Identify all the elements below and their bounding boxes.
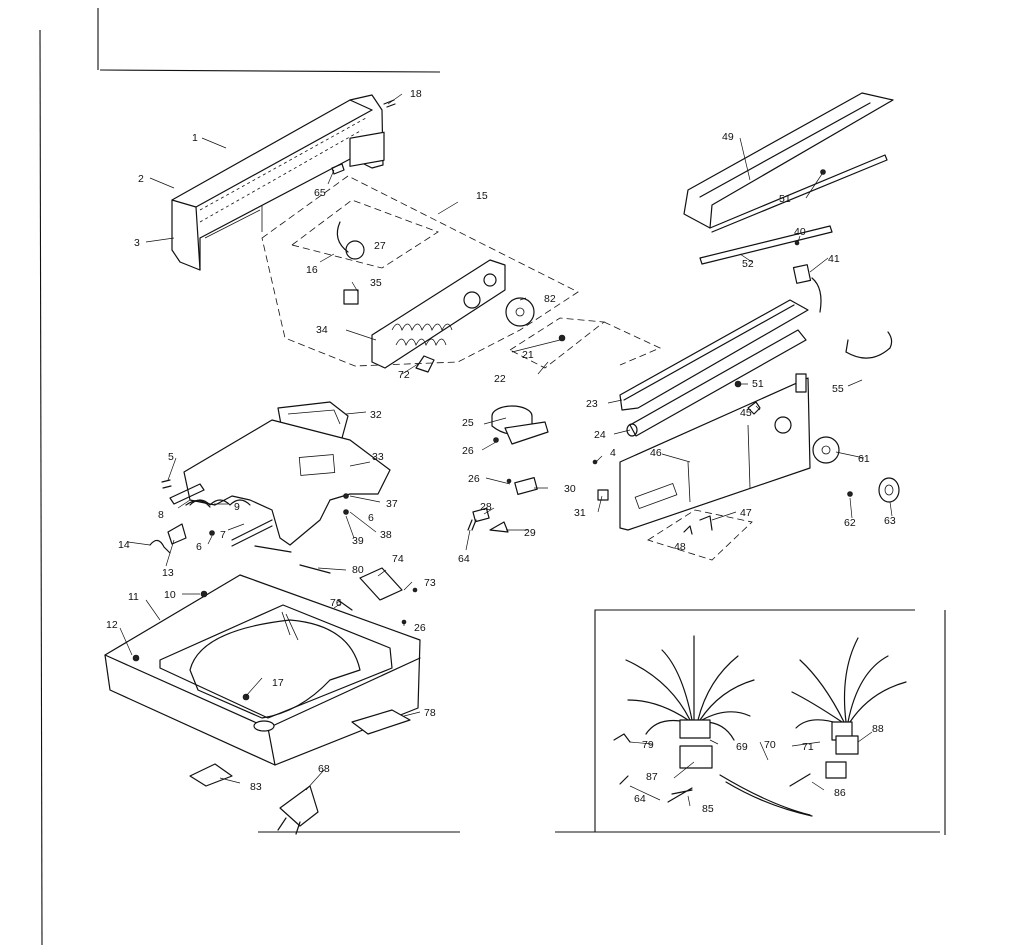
- callout-17: 17: [272, 677, 284, 689]
- callout-33: 33: [372, 451, 384, 463]
- callout-64-a: 64: [458, 553, 470, 565]
- callout-83: 83: [250, 781, 262, 793]
- callout-39: 39: [352, 535, 364, 547]
- callout-64-b: 64: [634, 793, 646, 805]
- callout-74: 74: [392, 553, 404, 565]
- callout-70: 70: [764, 739, 776, 751]
- callout-62: 62: [844, 517, 856, 529]
- callout-6-a: 6: [196, 541, 202, 553]
- mounting-plate-33: [183, 401, 391, 546]
- callout-7: 7: [220, 529, 226, 541]
- callout-29: 29: [524, 527, 536, 539]
- callout-80: 80: [352, 564, 364, 576]
- callout-78: 78: [424, 707, 436, 719]
- callout-21: 21: [522, 349, 534, 361]
- callout-55: 55: [832, 383, 844, 395]
- callout-69: 69: [736, 741, 748, 753]
- callout-85: 85: [702, 803, 714, 815]
- lid-switch-parts: [149, 479, 292, 554]
- callout-26-a: 26: [462, 445, 474, 457]
- callout-37: 37: [386, 498, 398, 510]
- leader-lines: [119, 93, 893, 807]
- callout-27: 27: [374, 240, 386, 252]
- callout-49: 49: [722, 131, 734, 143]
- callout-79: 79: [642, 739, 654, 751]
- callout-1: 1: [192, 132, 198, 144]
- channel-rod-23-24: [619, 299, 809, 437]
- callout-61: 61: [858, 453, 870, 465]
- wiring-harness-inset: [555, 609, 940, 833]
- callout-22: 22: [494, 373, 506, 385]
- page-frame: [39, 8, 946, 946]
- callout-30: 30: [564, 483, 576, 495]
- callout-2: 2: [138, 173, 144, 185]
- callout-73: 73: [424, 577, 436, 589]
- callout-9: 9: [234, 501, 240, 513]
- callout-25: 25: [462, 417, 474, 429]
- callout-13: 13: [162, 567, 174, 579]
- callout-8: 8: [158, 509, 164, 521]
- callout-71: 71: [802, 741, 814, 753]
- top-cover-11: [104, 574, 421, 766]
- callout-76: 76: [330, 597, 342, 609]
- callout-45: 45: [740, 407, 752, 419]
- timer-motor-25: [467, 405, 609, 533]
- callout-52: 52: [742, 258, 754, 270]
- callout-4: 4: [610, 447, 616, 459]
- callout-3: 3: [134, 237, 140, 249]
- callout-41: 41: [828, 253, 840, 265]
- callout-68: 68: [318, 763, 330, 775]
- hinge-parts: [189, 763, 319, 835]
- callout-40: 40: [794, 226, 806, 238]
- callout-88: 88: [872, 723, 884, 735]
- callout-32: 32: [370, 409, 382, 421]
- callout-65: 65: [314, 187, 326, 199]
- callout-5: 5: [168, 451, 174, 463]
- callout-86: 86: [834, 787, 846, 799]
- control-panel-assembly: [261, 131, 661, 373]
- callout-47: 47: [740, 507, 752, 519]
- callout-labels: 1 2 3 18 65 15 27 16 35 34 72 82 21 22 4…: [106, 88, 896, 815]
- callout-26-b: 26: [468, 473, 480, 485]
- callout-10: 10: [164, 589, 176, 601]
- callout-51-top: 51: [779, 193, 791, 205]
- callout-18: 18: [410, 88, 422, 100]
- callout-24: 24: [594, 429, 606, 441]
- callout-87: 87: [646, 771, 658, 783]
- callout-23: 23: [586, 398, 598, 410]
- callout-26-c: 26: [414, 622, 426, 634]
- top-rail-assembly: [683, 92, 894, 265]
- lid-lock-74: [299, 564, 418, 625]
- callout-6-b: 6: [368, 512, 374, 524]
- switch-40-41: [792, 240, 822, 313]
- callout-12: 12: [106, 619, 118, 631]
- callout-38: 38: [380, 529, 392, 541]
- callout-31: 31: [574, 507, 586, 519]
- right-small-parts: [734, 331, 900, 503]
- callout-28-a: 28: [480, 501, 492, 513]
- harness-69-71: [625, 635, 907, 741]
- callout-11: 11: [128, 591, 139, 603]
- callout-48: 48: [674, 541, 686, 553]
- callout-63: 63: [884, 515, 896, 527]
- callout-15: 15: [476, 190, 488, 202]
- harness-loose-parts: [613, 733, 859, 817]
- callout-72: 72: [398, 369, 410, 381]
- callout-82: 82: [544, 293, 556, 305]
- callout-34: 34: [316, 324, 328, 336]
- callout-51-mid: 51: [752, 378, 764, 390]
- callout-35: 35: [370, 277, 382, 289]
- rear-panel-46: [619, 373, 811, 561]
- callout-16: 16: [306, 264, 318, 276]
- callout-14: 14: [118, 539, 130, 551]
- console-backsplash: [171, 94, 384, 271]
- callout-46: 46: [650, 447, 662, 459]
